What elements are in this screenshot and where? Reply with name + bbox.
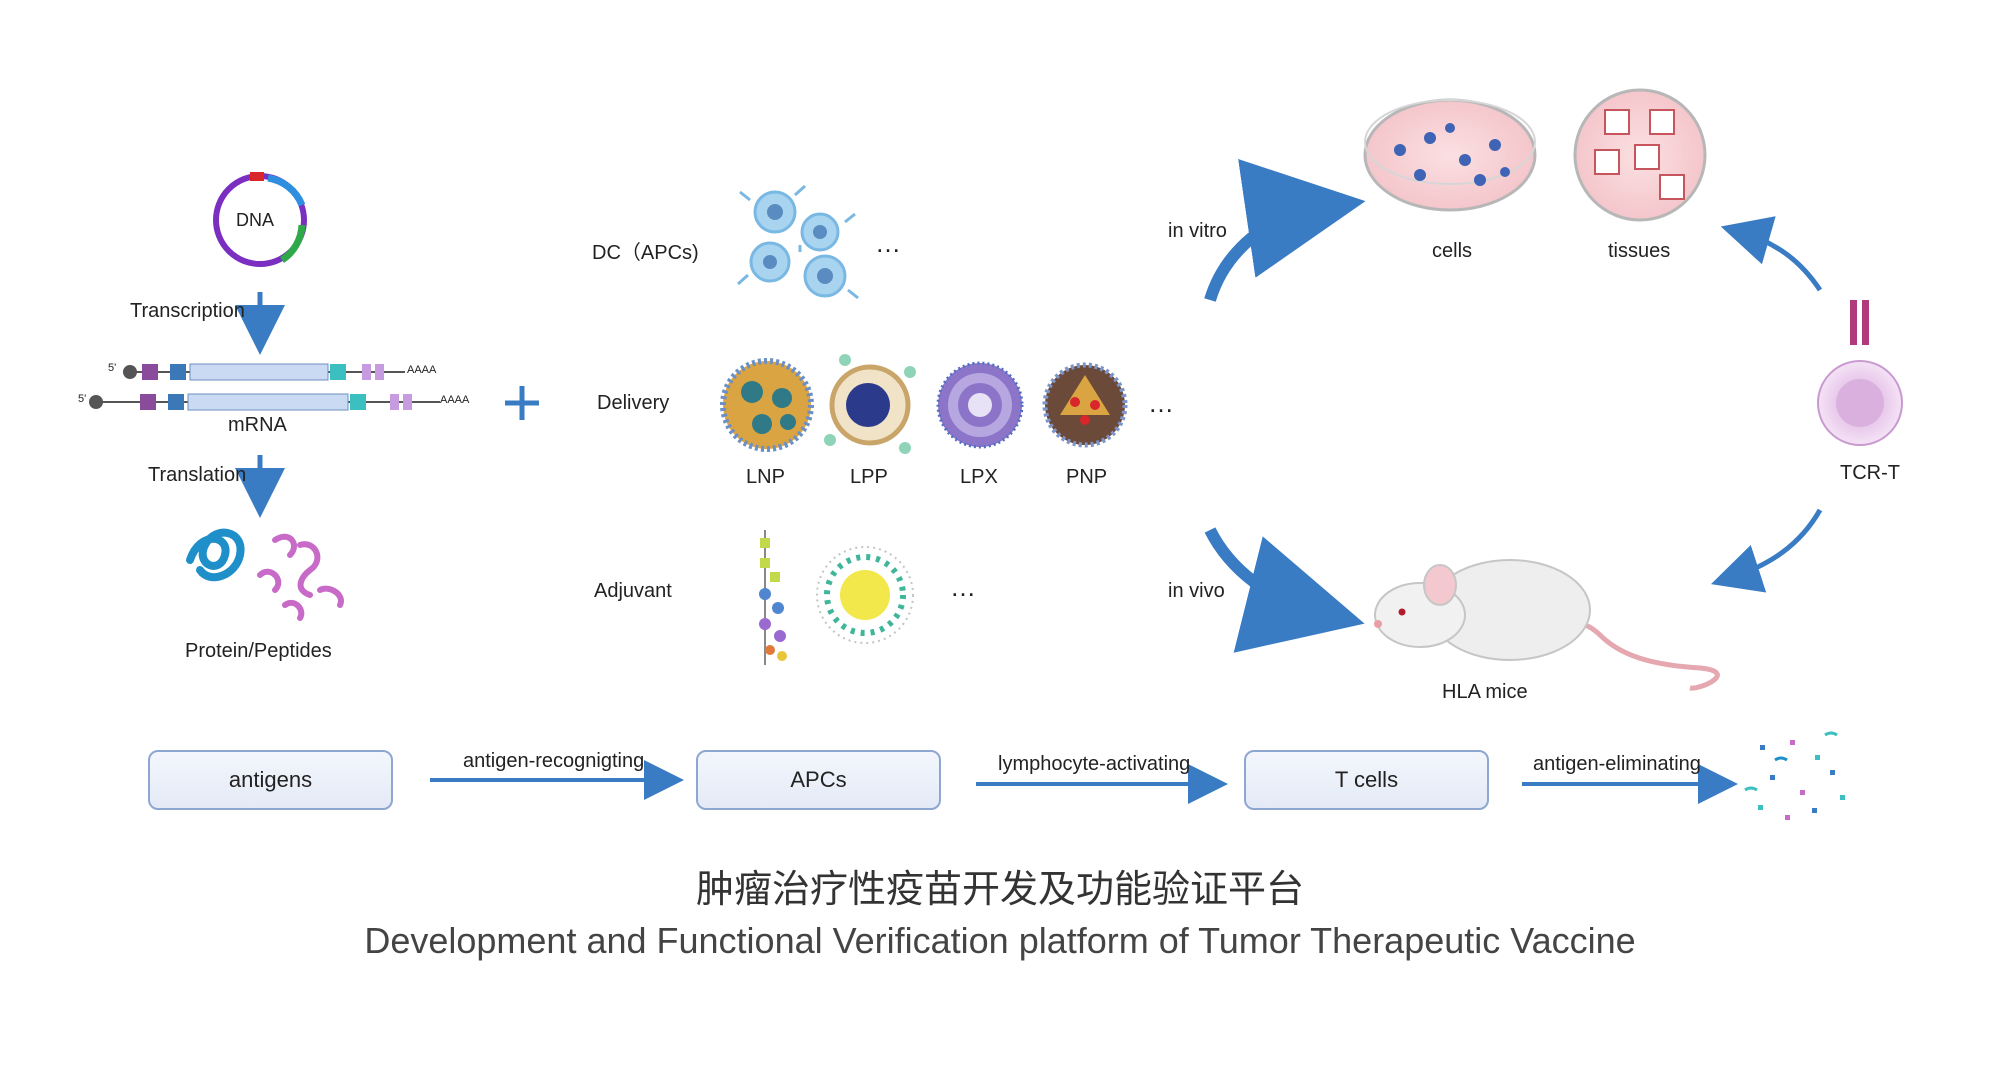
mrna-cap-2: 5' [78, 393, 87, 405]
cells-label: cells [1432, 240, 1473, 262]
flow-label-antigen-eliminating: antigen-eliminating [1533, 753, 1701, 775]
tcr-t-label: TCR-T [1840, 462, 1900, 484]
carrier-label-lpx: LPX [960, 466, 998, 488]
protein-peptides-label: Protein/Peptides [185, 640, 332, 662]
title-english: Development and Functional Verification … [364, 920, 1636, 961]
hla-mouse-icon [1374, 559, 1720, 691]
pnp-particle-icon [1042, 362, 1128, 448]
flow-box-t-cells: T cells [1244, 750, 1489, 810]
plus-icon [505, 386, 539, 420]
protein-peptides-icon [186, 528, 344, 621]
carrier-label-pnp: PNP [1066, 466, 1108, 488]
lpx-particle-icon [936, 361, 1024, 449]
carrier-label-lnp: LNP [746, 466, 785, 488]
tissues-dish-icon [1573, 88, 1707, 222]
hla-mice-label: HLA mice [1442, 681, 1528, 703]
in-vitro-arrow [1204, 159, 1366, 302]
flow-box-antigens: antigens [148, 750, 393, 810]
transcription-label: Transcription [130, 300, 245, 322]
adjuvant-label: Adjuvant [594, 580, 672, 602]
translation-label: Translation [148, 464, 247, 486]
flow-label-antigen-recognigting: antigen-recognigting [463, 750, 645, 772]
dc-more: … [875, 228, 903, 258]
tissues-label: tissues [1608, 240, 1671, 262]
adjuvant-more: … [950, 572, 978, 602]
fragments-icon [1744, 731, 1845, 820]
carrier-label-lpp: LPP [850, 466, 888, 488]
tcr-t-cell-icon [1817, 300, 1903, 446]
flow-label-lymphocyte-activating: lymphocyte-activating [998, 753, 1191, 775]
mrna-tail-2: AAAA [440, 394, 470, 406]
mrna-strand-icon [89, 363, 440, 411]
adjuvant-glycan-icon [759, 530, 787, 665]
dna-plasmid-icon [213, 172, 307, 267]
in-vitro-label: in vitro [1168, 220, 1227, 242]
dna-label: DNA [236, 210, 275, 230]
delivery-label: Delivery [597, 392, 670, 414]
mrna-label: mRNA [228, 414, 287, 436]
in-vivo-arrow [1204, 527, 1365, 653]
adjuvant-emulsion-icon [816, 546, 914, 644]
flow-box-apcs: APCs [696, 750, 941, 810]
dendritic-cells-icon [736, 184, 859, 300]
lpp-particle-icon [824, 354, 916, 454]
lnp-particle-icon [720, 358, 814, 452]
title-chinese: 肿瘤治疗性疫苗开发及功能验证平台 [695, 867, 1304, 911]
mrna-cap-1: 5' [108, 362, 117, 374]
cells-dish-icon [1363, 98, 1537, 212]
tcr-to-tissues-arrow [1720, 216, 1823, 292]
in-vivo-label: in vivo [1168, 580, 1225, 602]
tcr-to-mice-arrow [1710, 508, 1823, 593]
mrna-tail-1: AAAA [407, 364, 437, 376]
dc-apcs-label: DC（APCs) [592, 242, 699, 264]
delivery-more: … [1148, 388, 1176, 418]
